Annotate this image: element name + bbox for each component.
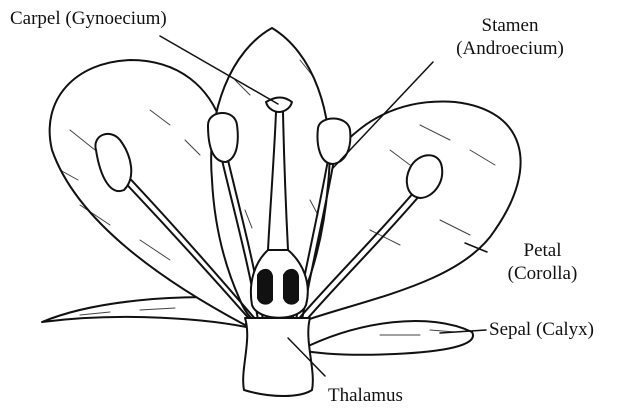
label-petal-line1: Petal: [490, 239, 595, 262]
label-stamen-line2: (Androecium): [430, 37, 590, 60]
label-sepal: Sepal (Calyx): [489, 318, 594, 341]
label-thalamus: Thalamus: [328, 384, 403, 407]
label-petal-line2: (Corolla): [490, 262, 595, 285]
label-carpel: Carpel (Gynoecium): [10, 7, 167, 30]
thalamus: [243, 318, 313, 396]
label-stamen-line1: Stamen: [430, 14, 590, 37]
label-stamen: Stamen (Androecium): [430, 14, 590, 60]
label-petal: Petal (Corolla): [490, 239, 595, 285]
sepal-right: [300, 321, 473, 355]
